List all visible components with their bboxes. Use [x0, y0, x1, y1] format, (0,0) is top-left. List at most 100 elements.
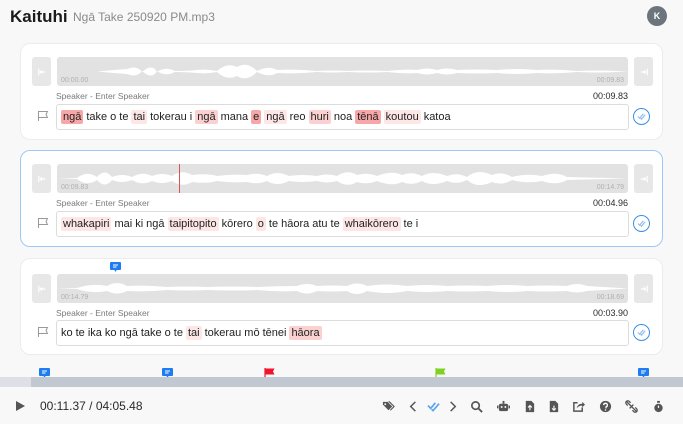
transcript-word[interactable]: o [110, 111, 117, 123]
transcript-word[interactable]: ika [87, 327, 102, 339]
transcript-word[interactable]: hāora [289, 326, 322, 340]
app-title: Kaituhi [10, 7, 68, 26]
comment-icon[interactable] [638, 368, 649, 378]
transcript-word[interactable]: ko [104, 327, 117, 339]
transcript-word[interactable]: tokerau [150, 111, 187, 123]
transcript-word[interactable]: koutou [383, 110, 421, 124]
jump-to-start-button[interactable] [32, 274, 51, 303]
waveform[interactable]: 00:14.79 00:18.69 [57, 274, 628, 303]
transcript-word[interactable]: te [268, 218, 279, 230]
transcript-word[interactable]: ki [135, 218, 144, 230]
flag-outline-icon[interactable] [37, 110, 49, 122]
segment-duration: 00:09.83 [592, 91, 628, 101]
help-icon [599, 400, 611, 412]
timeline-progress [0, 377, 31, 387]
flag-icon[interactable] [435, 368, 446, 378]
share-button[interactable] [571, 399, 585, 413]
time-display: 00:11.37 / 04:05.48 [40, 399, 143, 413]
transcript-word[interactable]: o [164, 327, 171, 339]
tags-button[interactable] [381, 399, 395, 413]
segment-end-time: 00:14.79 [596, 184, 624, 191]
speaker-label[interactable]: Speaker - Enter Speaker [56, 308, 150, 318]
transcript-word[interactable]: kōrero [221, 218, 253, 230]
waveform[interactable]: 00:09.83 00:14.79 [57, 164, 628, 193]
transcript-word[interactable]: mō [244, 327, 260, 339]
confirm-segment-button[interactable] [633, 215, 650, 232]
stopwatch-button[interactable] [651, 399, 665, 413]
jump-to-start-button[interactable] [32, 57, 51, 86]
transcript-word[interactable]: ngā [146, 218, 165, 230]
search-button[interactable] [469, 399, 483, 413]
waveform[interactable]: 00:00.00 00:09.83 [57, 57, 628, 86]
app-header: Kaituhi Ngā Take 250920 PM.mp3 K [0, 0, 683, 34]
transcript-word[interactable]: ngā [264, 110, 287, 124]
robot-button[interactable] [496, 399, 510, 413]
transcript-word[interactable]: mai [114, 218, 133, 230]
transcript-word[interactable]: ko [61, 327, 73, 339]
transcript-word[interactable]: atu [312, 218, 328, 230]
transcript-word[interactable]: huri [308, 110, 331, 124]
transcript-word[interactable]: taipitopito [167, 217, 219, 231]
transcript-word[interactable]: noa [333, 111, 353, 123]
play-icon[interactable] [14, 400, 26, 412]
transcript-word[interactable]: mana [220, 111, 249, 123]
comment-icon[interactable] [110, 262, 121, 272]
avatar[interactable]: K [647, 6, 667, 26]
confirm-segment-button[interactable] [633, 108, 650, 125]
transcript-word[interactable]: i [189, 111, 193, 123]
transcript-word[interactable]: take [140, 327, 162, 339]
confirm-all-button[interactable] [426, 399, 440, 413]
transcript-word[interactable]: whakapiri [61, 217, 112, 231]
transcript-word[interactable]: tēnā [355, 110, 381, 124]
segment-duration: 00:04.96 [592, 198, 628, 208]
transcript-word[interactable]: hāora [281, 218, 310, 230]
flag-icon[interactable] [264, 368, 275, 378]
transcript-word[interactable]: te [173, 327, 183, 339]
unlink-button[interactable] [624, 399, 638, 413]
transcript-word[interactable]: katoa [423, 111, 451, 123]
flag-outline-icon[interactable] [37, 326, 49, 338]
jump-to-end-button[interactable] [634, 57, 653, 86]
transcript-word[interactable]: te [75, 327, 85, 339]
jump-to-end-button[interactable] [634, 274, 653, 303]
speaker-label[interactable]: Speaker - Enter Speaker [56, 198, 150, 208]
tags-icon [382, 400, 395, 411]
transcript-word[interactable]: whaikōrero [342, 217, 401, 231]
robot-icon [496, 400, 510, 411]
speaker-label[interactable]: Speaker - Enter Speaker [56, 91, 150, 101]
transcript-word[interactable]: reo [289, 111, 306, 123]
transcript-word[interactable]: te [403, 218, 413, 230]
transcript-word[interactable]: ngā [61, 110, 84, 124]
file-import-button[interactable] [522, 399, 536, 413]
comment-icon[interactable] [39, 368, 50, 378]
arrow-to-end-icon [640, 68, 648, 75]
segment-card-active: 00:09.83 00:14.79 Speaker - Enter Speake… [20, 150, 663, 247]
jump-to-end-button[interactable] [634, 164, 653, 193]
jump-to-start-button[interactable] [32, 164, 51, 193]
flag-outline-icon[interactable] [37, 217, 49, 229]
comment-icon[interactable] [162, 368, 173, 378]
previous-button[interactable] [406, 399, 420, 413]
playhead-cursor[interactable] [179, 164, 180, 193]
transcript-word[interactable]: take [86, 111, 108, 123]
transcript-word[interactable]: tokerau [204, 327, 242, 339]
segment-end-time: 00:09.83 [596, 77, 624, 84]
transcript-word[interactable]: tai [185, 326, 202, 340]
transcript-word[interactable]: ngā [119, 327, 138, 339]
transcript-word[interactable]: tai [131, 110, 148, 124]
transcript-word[interactable]: tēnei [262, 327, 287, 339]
help-button[interactable] [598, 399, 612, 413]
transcript-word[interactable]: ngā [195, 110, 218, 124]
confirm-segment-button[interactable] [633, 324, 650, 341]
transcript-word[interactable]: i [415, 218, 419, 230]
transcript-word[interactable]: te [119, 111, 129, 123]
timeline-scrubber[interactable] [0, 377, 683, 387]
transcript-word[interactable]: te [330, 218, 340, 230]
next-button[interactable] [445, 399, 459, 413]
transcript-word[interactable]: o [255, 217, 266, 231]
transcript-word[interactable]: e [251, 110, 262, 124]
file-export-button[interactable] [546, 399, 560, 413]
